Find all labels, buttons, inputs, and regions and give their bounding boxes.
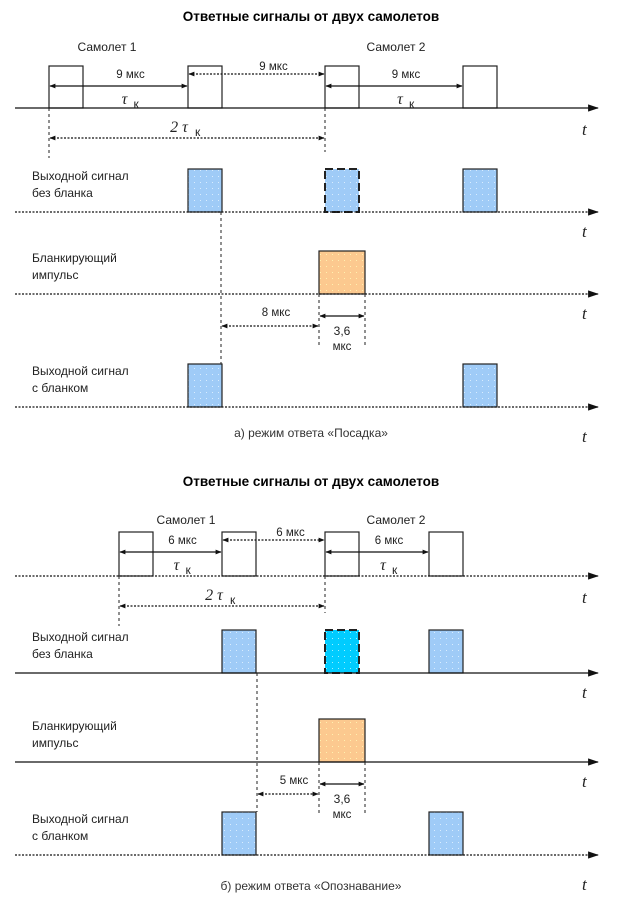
blanked-output-pulse-1: [221, 811, 257, 856]
tau-k-1-sub: к: [186, 563, 192, 577]
blanked-output-pulse-2: [462, 363, 498, 408]
blanking-t-label: t: [582, 772, 588, 791]
interval2-label: 6 мкс: [375, 535, 404, 547]
row-output-blank-label-line-1: Выходной сигнал: [32, 812, 129, 826]
row-output-blank-label-line-1: Выходной сигнал: [32, 364, 129, 378]
blank-width-unit: мкс: [333, 809, 352, 821]
blank-width-value: 3,6: [334, 324, 351, 338]
tau-k-2: τ: [397, 91, 404, 108]
row-output-no-blank-label-line-2: без бланка: [32, 186, 93, 200]
interval1-label: 9 мкс: [116, 69, 145, 81]
tau-k-1: τ: [122, 91, 129, 108]
interval1-label: 6 мкс: [168, 535, 197, 547]
two-tau-label: 2 τ: [205, 587, 224, 604]
plane1-pulse-2: [187, 65, 223, 109]
panel-title: Ответные сигналы от двух самолетов: [183, 474, 439, 489]
tau-k-1-sub: к: [134, 97, 140, 111]
output-blank-t-label: t: [582, 875, 588, 894]
tau-k-1: τ: [174, 557, 181, 574]
output-pulse-1: [187, 168, 223, 213]
plane1-pulse-1: [118, 531, 154, 577]
row-output-no-blank-label-line-2: без бланка: [32, 647, 93, 661]
plane1-label: Самолет 1: [78, 40, 137, 54]
output-pulse-3: [462, 168, 498, 213]
output-blank-t-label: t: [582, 427, 588, 446]
reply-t-label: t: [582, 588, 588, 607]
two-tau-sub: к: [195, 125, 201, 139]
blanked-output-pulse-1: [187, 363, 223, 408]
panel-caption: б) режим ответа «Опознавание»: [221, 879, 402, 893]
two-tau-label: 2 τ: [170, 119, 189, 136]
tau-k-2: τ: [380, 557, 387, 574]
two-tau-sub: к: [230, 593, 236, 607]
panel-posadka: Ответные сигналы от двух самолетовСамоле…: [15, 9, 599, 446]
output-pulse-suppressed: [324, 629, 360, 674]
row-output-no-blank-label-line-1: Выходной сигнал: [32, 630, 129, 644]
blanking-t-label: t: [582, 304, 588, 323]
output-no-blank-t-label: t: [582, 222, 588, 241]
tau-k-2-sub: к: [392, 563, 398, 577]
panel-title: Ответные сигналы от двух самолетов: [183, 9, 439, 24]
row-blanking-label-line-2: импульс: [32, 736, 78, 750]
delay-label: 8 мкс: [262, 307, 291, 319]
panel-opoznavanie: Ответные сигналы от двух самолетовСамоле…: [15, 474, 599, 894]
output-pulse-suppressed: [324, 168, 360, 213]
plane1-label: Самолет 1: [157, 513, 216, 527]
blank-width-value: 3,6: [334, 792, 351, 806]
output-pulse-3: [428, 629, 464, 674]
row-output-blank-label-line-2: с бланком: [32, 381, 88, 395]
plane2-pulse-1: [324, 65, 360, 109]
row-blanking-label-line-1: Бланкирующий: [32, 719, 117, 733]
reply-t-label: t: [582, 120, 588, 139]
blanking-pulse: [318, 718, 366, 763]
plane2-label: Самолет 2: [367, 40, 426, 54]
plane2-pulse-1: [324, 531, 360, 577]
plane1-pulse-1: [48, 65, 84, 109]
row-output-no-blank-label-line-1: Выходной сигнал: [32, 169, 129, 183]
gap-label: 9 мкс: [259, 61, 288, 73]
row-blanking-label-line-1: Бланкирующий: [32, 251, 117, 265]
output-pulse-1: [221, 629, 257, 674]
interval2-label: 9 мкс: [392, 69, 421, 81]
plane2-label: Самолет 2: [367, 513, 426, 527]
delay-label: 5 мкс: [280, 775, 309, 787]
plane2-pulse-2: [428, 531, 464, 577]
gap-label: 6 мкс: [276, 527, 305, 539]
tau-k-2-sub: к: [409, 97, 415, 111]
blank-width-unit: мкс: [333, 341, 352, 353]
row-output-blank-label-line-2: с бланком: [32, 829, 88, 843]
plane1-pulse-2: [221, 531, 257, 577]
blanked-output-pulse-2: [428, 811, 464, 856]
blanking-pulse: [318, 250, 366, 295]
row-blanking-label-line-2: импульс: [32, 268, 78, 282]
output-no-blank-t-label: t: [582, 683, 588, 702]
panel-caption: а) режим ответа «Посадка»: [234, 426, 388, 440]
plane2-pulse-2: [462, 65, 498, 109]
